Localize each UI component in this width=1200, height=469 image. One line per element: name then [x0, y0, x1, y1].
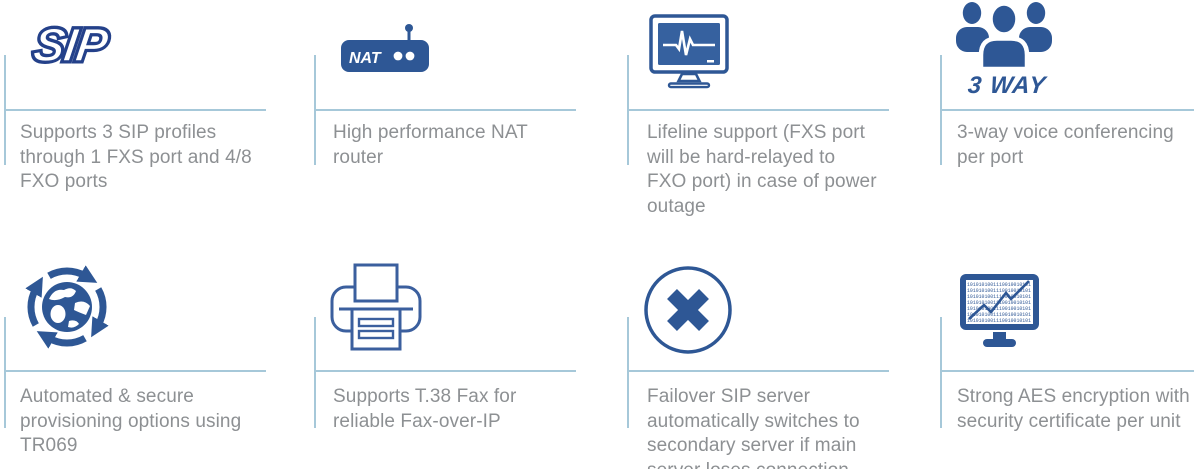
fax-printer-icon — [330, 263, 422, 351]
person-head-front — [988, 1, 1020, 37]
sync-arrows — [25, 265, 109, 349]
sip-logo-text-outline: SIP — [30, 19, 112, 72]
feature-three-way: 3 WAY 3-way voice conferencing per port — [940, 0, 1200, 235]
heartbeat-monitor-icon — [649, 14, 729, 90]
conference-group-icon: 3 WAY — [954, 1, 1060, 100]
svg-text:1010101001110010010101: 1010101001110010010101 — [967, 287, 1031, 294]
feature-description: High performance NAT router — [333, 122, 528, 168]
vertical-rule — [4, 317, 6, 428]
svg-text:1010101001110010010101: 1010101001110010010101 — [967, 305, 1031, 312]
paper-text-line — [357, 329, 395, 340]
feature-description: Failover SIP server automatically switch… — [647, 386, 860, 469]
sip-logo-text: SIP — [30, 19, 112, 72]
monitor-neck — [993, 332, 1006, 340]
three-way-label: 3 WAY — [966, 72, 1048, 99]
horizontal-rule — [940, 370, 1194, 372]
router-led — [405, 51, 415, 61]
feature-description: 3-way voice conferencing per port — [957, 122, 1174, 168]
feature-description: Automated & secure provisioning options … — [20, 386, 242, 456]
horizontal-rule — [314, 370, 576, 372]
circle-outline — [644, 266, 732, 354]
trend-line — [968, 280, 1030, 320]
svg-text:1010101001110010010101: 1010101001110010010101 — [967, 293, 1031, 300]
monitor-base — [667, 82, 711, 89]
feature-provisioning: Automated & secure provisioning options … — [4, 235, 304, 469]
feature-description: Strong AES encryption with security cert… — [957, 386, 1190, 432]
vertical-rule — [940, 317, 942, 428]
vertical-rule — [627, 317, 629, 428]
feature-aes-encryption: 1010101001110010010101 10101010011100100… — [940, 235, 1200, 469]
globe-continents — [49, 288, 90, 328]
pulse-line — [663, 30, 715, 56]
feature-failover: Failover SIP server automatically switch… — [627, 235, 927, 469]
horizontal-rule — [4, 109, 266, 111]
nat-label: NAT — [349, 50, 382, 67]
router-body — [341, 40, 429, 72]
svg-text:1010101001110010010101: 1010101001110010010101 — [967, 281, 1031, 288]
feature-nat-router: NAT High performance NAT router — [314, 0, 614, 235]
router-led — [393, 51, 403, 61]
horizontal-rule — [4, 370, 266, 372]
feature-description: Supports 3 SIP profiles through 1 FXS po… — [20, 122, 252, 192]
monitor-base — [983, 339, 1016, 347]
feature-t38-fax: Supports T.38 Fax for reliable Fax-over-… — [314, 235, 614, 469]
globe-sync-icon — [21, 261, 113, 353]
feature-lifeline-support: Lifeline support (FXS port will be hard-… — [627, 0, 927, 235]
svg-text:1010101001110010010101: 1010101001110010010101 — [967, 317, 1031, 324]
person-head — [1026, 2, 1046, 24]
feature-sip-profiles: SIP SIP Supports 3 SIP profiles through … — [4, 0, 304, 235]
monitor-neck — [676, 72, 702, 83]
feature-description: Supports T.38 Fax for reliable Fax-over-… — [333, 386, 517, 432]
person-head — [962, 2, 982, 24]
encrypted-data-monitor-icon: 1010101001110010010101 10101010011100100… — [957, 271, 1042, 351]
paper-text-line — [357, 317, 395, 328]
router-antenna-tip — [405, 24, 413, 32]
horizontal-rule — [627, 109, 889, 111]
cross-mark — [667, 289, 709, 331]
person-body-front — [978, 36, 1030, 69]
vertical-rule — [314, 317, 316, 428]
horizontal-rule — [940, 109, 1194, 111]
printer-paper-in — [353, 263, 399, 303]
horizontal-rule — [314, 109, 576, 111]
feature-description: Lifeline support (FXS port will be hard-… — [647, 122, 877, 217]
svg-text:1010101001110010010101: 1010101001110010010101 — [967, 311, 1031, 318]
disconnect-cross-icon — [642, 264, 734, 356]
horizontal-rule — [627, 370, 889, 372]
screen-detail — [707, 60, 714, 63]
nat-router-icon: NAT — [339, 22, 431, 74]
sip-logo-icon: SIP SIP — [28, 16, 136, 74]
printer-paper-out — [350, 307, 402, 351]
